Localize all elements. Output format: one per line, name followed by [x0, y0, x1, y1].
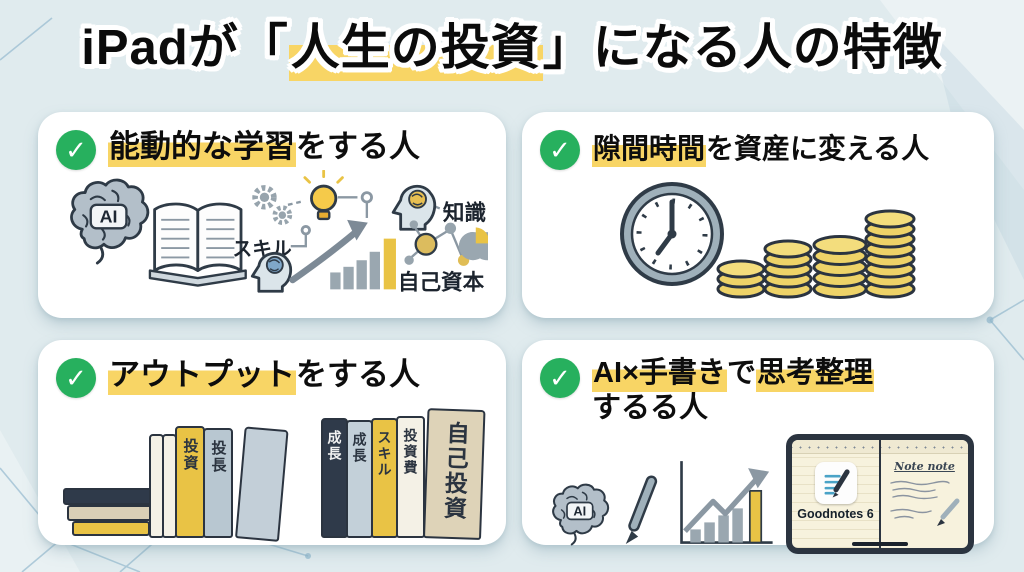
lightbulb-icon — [303, 170, 344, 221]
lying-book — [67, 505, 155, 521]
book-spine-label: 成長 — [326, 430, 343, 462]
active-learning-illustration: AI スキル — [56, 170, 488, 296]
book-spine: スキル — [371, 418, 398, 538]
book-spine-label: 成長 — [351, 432, 368, 464]
growth-chart-icon — [680, 460, 773, 544]
card-ai-handwriting-header: ✓ AI×手書きで思考整理するる人 — [540, 356, 976, 426]
network-icon — [404, 220, 470, 266]
connector-lines — [271, 196, 446, 271]
pie-chart-icon — [458, 227, 488, 261]
tablet-screen: Goodnotes 6 Note note — [792, 439, 968, 548]
book-spine-label: 投資 — [181, 438, 199, 472]
ai-brain-icon: AI — [552, 483, 610, 546]
page-title: iPadが「人生の投資」になる人の特徴 — [0, 8, 1024, 81]
card-output-header: ✓ アウトプットをする人 — [56, 356, 488, 398]
lying-book — [63, 488, 159, 505]
knowledge-head-icon — [391, 184, 437, 231]
growth-chart-icon — [289, 219, 396, 290]
card-ai-handwriting-title: AI×手書きで思考整理するる人 — [592, 356, 874, 426]
ai-brain-icon: AI — [70, 178, 150, 265]
title-text-highlight: 人生の投資 — [288, 21, 543, 81]
lying-book — [72, 521, 150, 536]
coin-stack-icon — [716, 209, 916, 299]
tablet-pane-goodnotes: Goodnotes 6 — [792, 439, 881, 548]
title-segment-highlight: 能動的な学習 — [108, 129, 296, 167]
card-active-learning-title: 能動的な学習をする人 — [108, 128, 420, 167]
title-text-post: 」になる人の特徴 — [542, 21, 943, 75]
gear-icon — [252, 185, 293, 226]
clock-icon — [620, 182, 724, 286]
node-dot — [360, 191, 373, 204]
book-spine: 投資 — [175, 426, 205, 538]
title-segment-highlight: アウトプット — [108, 357, 296, 395]
goodnotes-tablet: Goodnotes 6 Note note — [786, 433, 974, 554]
tablet-home-indicator — [852, 541, 908, 546]
book-spine-label: スキル — [376, 430, 393, 478]
title-segment-highlight: AI×手書き — [592, 357, 727, 392]
card-active-learning: ✓ 能動的な学習をする人 AI — [38, 112, 506, 318]
goodnotes-app-name: Goodnotes 6 — [797, 506, 874, 521]
book-spine: 投資費 — [396, 416, 425, 538]
note-title: Note note — [894, 459, 955, 473]
title-segment-line2: するる人 — [592, 391, 709, 424]
title-segment: をする人 — [296, 357, 420, 392]
card-gap-time: ✓ 隙間時間を資産に変える人 — [522, 112, 994, 318]
card-gap-time-header: ✓ 隙間時間を資産に変える人 — [540, 128, 976, 170]
title-segment-highlight: 隙間時間 — [592, 133, 707, 167]
book-spine-label: 投資費 — [402, 428, 419, 476]
title-segment: を資産に変える人 — [706, 133, 930, 164]
card-gap-time-title: 隙間時間を資産に変える人 — [592, 132, 930, 167]
book-spine: 成長 — [321, 418, 348, 538]
skill-head-icon — [250, 251, 293, 293]
book-spine: 投長 — [203, 428, 233, 538]
toolbar-icons — [792, 439, 879, 454]
check-icon: ✓ — [540, 130, 580, 170]
title-segment-highlight: 思考整理 — [755, 357, 874, 392]
capital-label: 自己資本 — [398, 269, 485, 294]
title-text-pre: iPadが「 — [81, 21, 289, 75]
knowledge-label: 知識 — [443, 200, 487, 225]
book-spine-label: 自己投資 — [440, 420, 470, 522]
card-ai-handwriting: ✓ AI×手書きで思考整理するる人 AI — [522, 340, 994, 554]
ai-label: AI — [100, 207, 118, 227]
title-segment: をする人 — [296, 129, 420, 164]
output-illustration: 投資 投長 成長 成長 スキル 投資費 自己投資 — [56, 406, 488, 542]
ai-label: AI — [573, 503, 586, 518]
ai-handwriting-illustration: AI — [540, 428, 976, 554]
tablet-pane-note: Note note — [881, 439, 968, 548]
card-output: ✓ アウトプットをする人 投資 投長 成長 成長 スキル 投資費 — [38, 340, 506, 545]
title-segment: で — [726, 357, 756, 389]
toolbar-icons — [881, 439, 968, 454]
card-active-learning-header: ✓ 能動的な学習をする人 — [56, 128, 488, 170]
handwriting-scribbles — [889, 480, 959, 526]
check-icon: ✓ — [56, 358, 96, 398]
pencil-icon — [936, 498, 959, 526]
book-spine: 自己投資 — [423, 408, 486, 541]
book-group-left: 投資 投長 — [63, 426, 289, 542]
card-output-title: アウトプットをする人 — [108, 356, 420, 395]
gap-time-illustration — [540, 170, 976, 302]
check-icon: ✓ — [540, 358, 580, 398]
book-spine-label: 投長 — [209, 440, 227, 474]
check-icon: ✓ — [56, 130, 96, 170]
book-spine — [235, 426, 289, 542]
book-group-right: 成長 成長 スキル 投資費 自己投資 — [321, 408, 486, 541]
node-dot — [300, 225, 311, 236]
goodnotes-app-icon — [814, 461, 857, 504]
book-spine: 成長 — [346, 420, 373, 538]
pen-icon — [625, 475, 657, 544]
lying-books-icon — [63, 488, 159, 536]
open-book-icon — [148, 202, 247, 287]
